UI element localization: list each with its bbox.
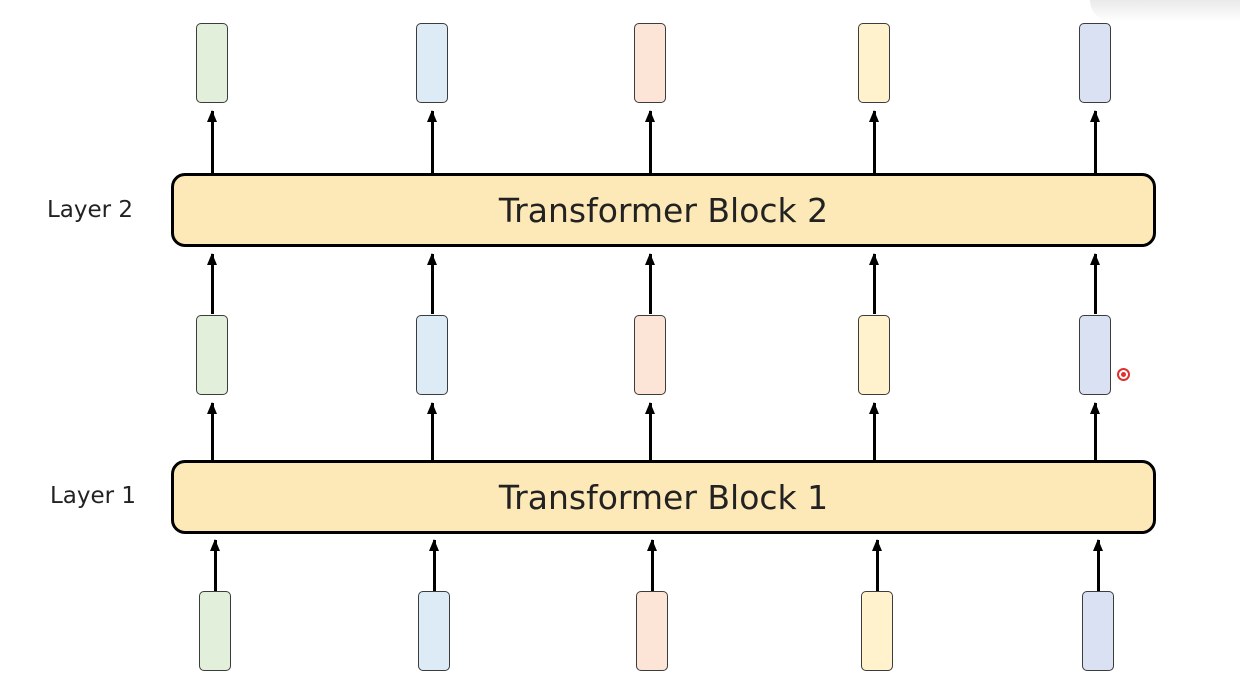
hidden-vector-2 bbox=[416, 315, 448, 395]
arrow-block1-to-hidden-3 bbox=[644, 402, 655, 461]
arrow-input-to-block1-5 bbox=[1092, 539, 1103, 591]
input-vector-4 bbox=[861, 591, 893, 671]
arrow-hidden-to-block2-5 bbox=[1089, 253, 1100, 314]
output-vector-5 bbox=[1079, 23, 1111, 103]
arrow-input-to-block1-3 bbox=[646, 539, 657, 591]
input-vector-3 bbox=[636, 591, 668, 671]
input-vector-2 bbox=[418, 591, 450, 671]
arrow-block2-to-output-1 bbox=[206, 110, 217, 173]
arrow-block2-to-output-5 bbox=[1089, 110, 1100, 173]
arrow-block1-to-hidden-5 bbox=[1089, 402, 1100, 461]
arrow-hidden-to-block2-2 bbox=[426, 253, 437, 314]
arrow-block2-to-output-3 bbox=[644, 110, 655, 173]
input-vector-5 bbox=[1082, 591, 1114, 671]
arrow-hidden-to-block2-1 bbox=[206, 253, 217, 314]
hidden-vector-4 bbox=[858, 315, 890, 395]
output-vector-2 bbox=[416, 23, 448, 103]
hidden-vector-1 bbox=[196, 315, 228, 395]
hidden-vector-3 bbox=[634, 315, 666, 395]
arrow-block1-to-hidden-1 bbox=[206, 402, 217, 461]
arrow-block2-to-output-4 bbox=[868, 110, 879, 173]
arrow-hidden-to-block2-3 bbox=[644, 253, 655, 314]
hidden-vector-5 bbox=[1079, 315, 1111, 395]
arrow-block1-to-hidden-4 bbox=[868, 402, 879, 461]
output-vector-1 bbox=[196, 23, 228, 103]
input-vector-1 bbox=[199, 591, 231, 671]
output-vector-3 bbox=[634, 23, 666, 103]
corner-shade bbox=[1090, 0, 1240, 22]
transformer-block-1: Transformer Block 1 bbox=[171, 460, 1156, 534]
arrow-input-to-block1-1 bbox=[209, 539, 220, 591]
arrow-input-to-block1-2 bbox=[428, 539, 439, 591]
layer-1-label: Layer 1 bbox=[49, 483, 137, 509]
arrow-hidden-to-block2-4 bbox=[868, 253, 879, 314]
cursor-pointer-icon bbox=[1117, 368, 1130, 381]
arrow-input-to-block1-4 bbox=[871, 539, 882, 591]
output-vector-4 bbox=[858, 23, 890, 103]
layer-2-label: Layer 2 bbox=[46, 197, 134, 223]
arrow-block1-to-hidden-2 bbox=[426, 402, 437, 461]
arrow-block2-to-output-2 bbox=[426, 110, 437, 173]
transformer-block-2: Transformer Block 2 bbox=[171, 173, 1156, 247]
